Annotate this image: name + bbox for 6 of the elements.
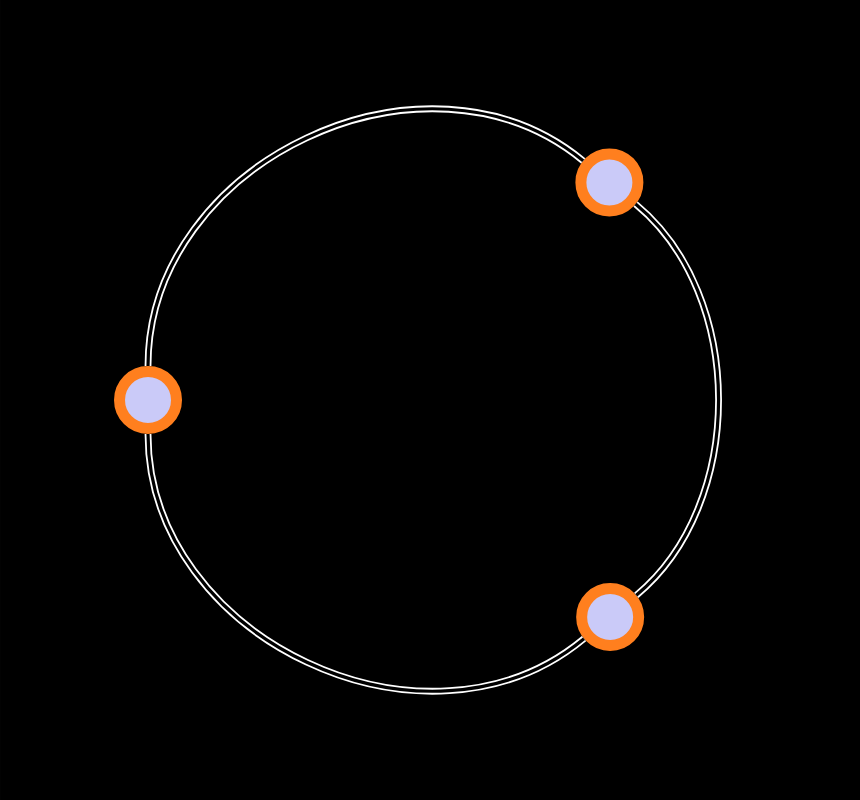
dot (576, 583, 645, 651)
ring-arc (144, 433, 586, 695)
ring-arc (144, 105, 585, 367)
dot (114, 366, 182, 434)
ring-arc (633, 201, 722, 598)
dot (575, 148, 644, 217)
